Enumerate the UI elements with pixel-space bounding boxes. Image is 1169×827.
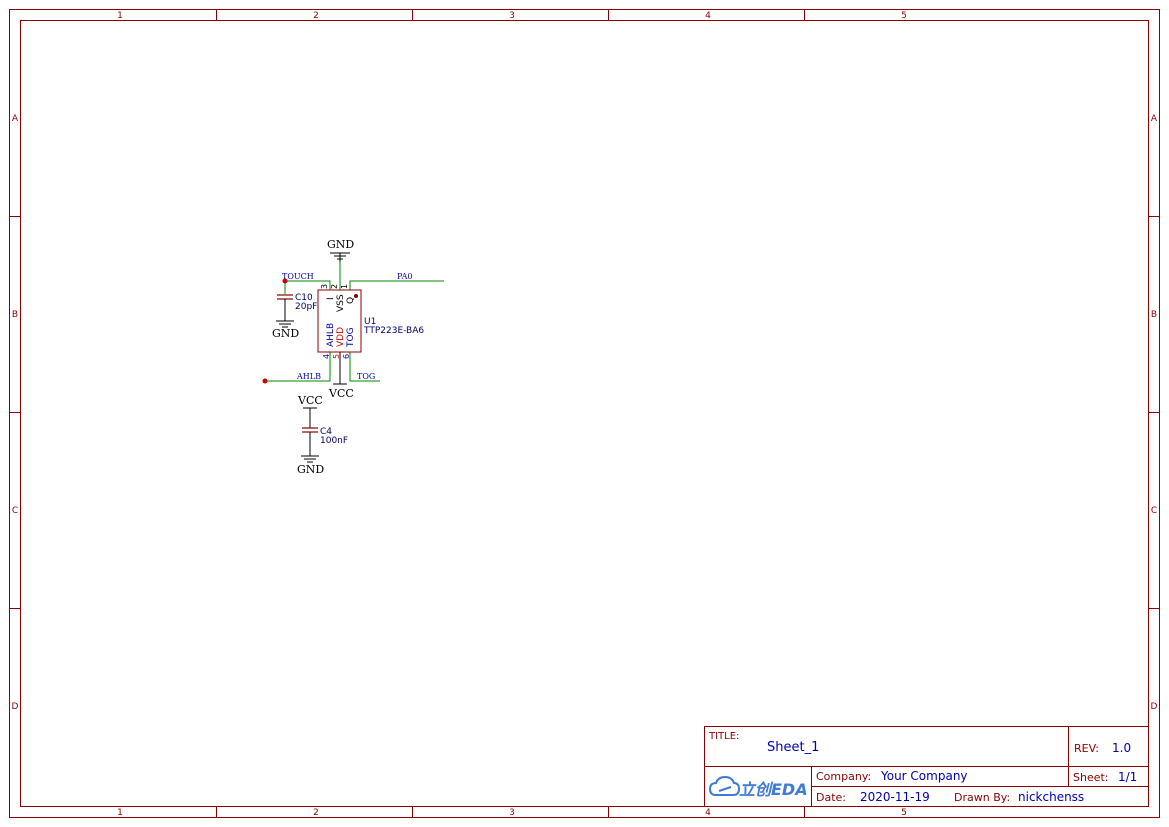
rev-label: REV: <box>1074 742 1099 755</box>
row-label-right: B <box>1151 310 1157 320</box>
column-label-top: 1 <box>117 11 123 21</box>
c10-capacitor[interactable] <box>277 294 293 300</box>
inner-border <box>20 20 1149 807</box>
c4-capacitor[interactable] <box>302 427 318 433</box>
c10-value: 20pF <box>295 302 317 312</box>
u1-pin-num-2: 2 <box>330 284 339 289</box>
c4-gnd-label: GND <box>297 463 324 476</box>
frame-ticks <box>9 9 1160 818</box>
cloud-icon <box>708 775 741 796</box>
row-label-left: C <box>12 506 18 516</box>
row-label-right: A <box>1151 114 1158 124</box>
company-value: Your Company <box>880 769 968 783</box>
u1-pin-name-vdd: VDD <box>336 327 346 347</box>
logo-text: 立创EDA <box>739 780 808 799</box>
sheet-value: 1/1 <box>1118 770 1137 784</box>
wire-ahlb <box>265 352 331 382</box>
u1-pin-name-ahlb: AHLB <box>326 323 336 347</box>
title-value: Sheet_1 <box>767 740 819 755</box>
title-block: TITLE: Sheet_1 REV: 1.0 Company: Your Co… <box>704 726 1149 807</box>
outer-border <box>9 9 1160 818</box>
u1-pin1-marker <box>354 294 358 298</box>
c10-gnd-label: GND <box>272 327 299 340</box>
u1-pin-num-4: 4 <box>322 354 331 359</box>
net-label-tog: TOG <box>357 372 375 381</box>
net-label-ahlb: AHLB <box>296 372 321 381</box>
company-label: Company: <box>816 770 871 783</box>
row-label-left: A <box>12 114 19 124</box>
drawn-by-label: Drawn By: <box>954 791 1010 804</box>
junction-touch <box>282 278 288 284</box>
gnd-label-top: GND <box>327 238 354 251</box>
sheet-frame <box>9 9 1160 818</box>
column-label-top: 3 <box>509 11 515 21</box>
c4-vcc-label: VCC <box>297 394 323 407</box>
column-label-bottom: 1 <box>117 808 123 818</box>
junction-ahlb <box>262 378 268 384</box>
u1-pin-num-6: 6 <box>342 354 351 359</box>
u1-pin-name-vss: VSS <box>336 294 346 312</box>
c10-ref: C10 <box>295 293 313 303</box>
c4-ref: C4 <box>320 427 332 437</box>
drawn-by-value: nickchenss <box>1018 790 1084 804</box>
column-label-top: 5 <box>901 11 907 21</box>
column-label-bottom: 4 <box>705 808 711 818</box>
gnd-symbol-top <box>330 252 350 262</box>
column-label-bottom: 5 <box>901 808 907 818</box>
column-label-bottom: 3 <box>509 808 515 818</box>
u1-pin-num-3: 3 <box>320 284 329 289</box>
rev-value: 1.0 <box>1112 741 1131 755</box>
c4-value: 100nF <box>320 436 348 446</box>
u1-pin-name-tog: TOG <box>346 327 356 348</box>
column-label-bottom: 2 <box>313 808 319 818</box>
u1-pin-num-5: 5 <box>332 354 341 359</box>
wire-touch <box>285 280 331 290</box>
schematic: GND TOUCH PA0 AHLB TOG 3 2 1 I VSS Q AHL… <box>262 238 444 476</box>
title-label: TITLE: <box>708 731 739 742</box>
wires <box>265 262 444 382</box>
u1-ref: U1 <box>364 317 376 327</box>
u1-value: TTP223E-BA6 <box>363 326 424 336</box>
row-label-left: B <box>12 310 18 320</box>
wire-tog <box>349 352 380 382</box>
c10-gnd-symbol <box>276 320 294 328</box>
row-label-right: C <box>1151 506 1157 516</box>
wire-pa0 <box>349 280 444 290</box>
column-label-top: 4 <box>705 11 711 21</box>
vcc-label-u1: VCC <box>328 387 354 400</box>
sheet-label: Sheet: <box>1073 771 1109 784</box>
c4-gnd-symbol <box>301 455 319 463</box>
u1-pin-num-1: 1 <box>340 284 349 289</box>
row-label-right: D <box>1151 702 1158 712</box>
net-label-touch: TOUCH <box>282 272 314 281</box>
row-label-left: D <box>12 702 19 712</box>
net-label-pa0: PA0 <box>397 272 413 281</box>
date-value: 2020-11-19 <box>860 790 930 804</box>
date-label: Date: <box>816 791 846 804</box>
u1-pin-name-i: I <box>326 297 336 300</box>
u1-pin-name-q: Q <box>346 297 356 304</box>
column-label-top: 2 <box>313 11 319 21</box>
